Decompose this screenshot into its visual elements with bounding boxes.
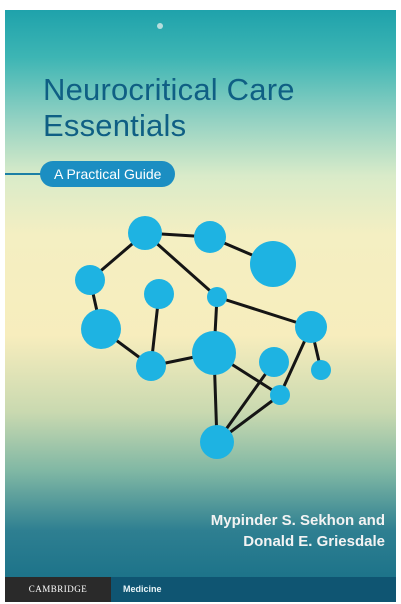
book-title: Neurocritical Care Essentials xyxy=(43,72,388,144)
network-node xyxy=(311,360,331,380)
neural-network-graphic xyxy=(75,216,331,459)
author-line-1: Mypinder S. Sekhon and xyxy=(210,512,385,529)
network-node xyxy=(75,265,105,295)
cover-dot xyxy=(157,23,163,29)
publisher-logo: CAMBRIDGE xyxy=(5,577,111,602)
subtitle-badge: A Practical Guide xyxy=(40,161,176,187)
network-node xyxy=(200,425,234,459)
footer-bar: CAMBRIDGE Medicine xyxy=(5,577,396,602)
network-node xyxy=(295,311,327,343)
author-names: Mypinder S. Sekhon and Donald E. Griesda… xyxy=(125,510,385,552)
title-line-1: Neurocritical Care xyxy=(43,72,295,107)
title-rule xyxy=(5,173,45,175)
author-line-2: Donald E. Griesdale xyxy=(243,533,385,550)
network-node xyxy=(194,221,226,253)
network-node xyxy=(81,309,121,349)
network-nodes xyxy=(75,216,331,459)
network-node xyxy=(144,279,174,309)
network-node xyxy=(270,385,290,405)
network-edge xyxy=(215,295,313,329)
network-node xyxy=(136,351,166,381)
network-node xyxy=(259,347,289,377)
network-node xyxy=(207,287,227,307)
network-node xyxy=(192,331,236,375)
series-label: Medicine xyxy=(123,584,162,594)
book-cover: Neurocritical Care Essentials A Practica… xyxy=(5,10,396,602)
title-line-2: Essentials xyxy=(43,108,187,143)
network-node xyxy=(250,241,296,287)
network-node xyxy=(128,216,162,250)
